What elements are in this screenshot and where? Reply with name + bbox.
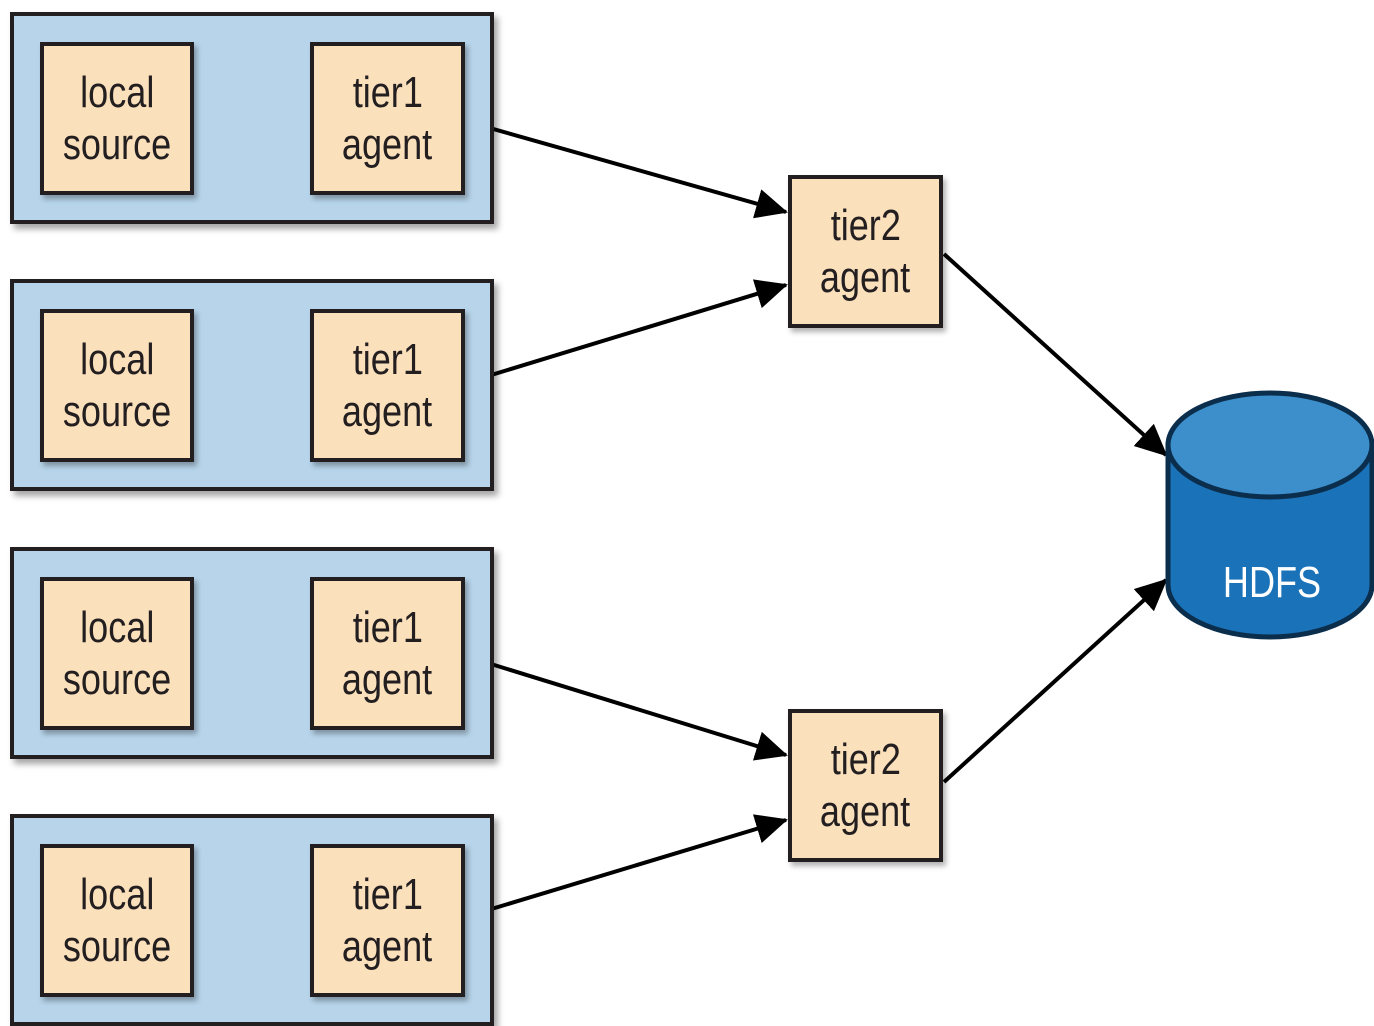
edge-tier1-4-tier2-2 <box>464 814 788 919</box>
tier2-agent-node-1: tier2 agent <box>788 175 943 328</box>
tier1-agent-line1: tier1 <box>352 602 423 652</box>
tier1-agent-node-3: tier1 agent <box>310 577 465 730</box>
tier1-agent-node-2: tier1 agent <box>310 309 465 462</box>
local-source-node-2: local source <box>40 309 194 462</box>
tier1-agent-node-1: tier1 agent <box>310 42 465 195</box>
local-source-line2: source <box>62 654 172 704</box>
local-source-line2: source <box>62 119 172 169</box>
tier2-agent-line2: agent <box>820 252 911 302</box>
local-source-line2: source <box>62 386 172 436</box>
tier1-agent-node-4: tier1 agent <box>310 844 465 997</box>
tier2-agent-line1: tier2 <box>830 200 901 250</box>
tier2-agent-line1: tier2 <box>830 734 901 784</box>
tier1-agent-line2: agent <box>342 386 433 436</box>
local-source-line1: local <box>79 602 155 652</box>
edge-tier1-1-tier2-1 <box>464 119 788 219</box>
edge-tier1-3-tier2-2 <box>464 654 788 761</box>
edge-tier1-2-tier2-1 <box>464 279 788 385</box>
tier2-agent-line2: agent <box>820 786 911 836</box>
local-source-line2: source <box>62 921 172 971</box>
tier1-agent-line1: tier1 <box>352 334 423 384</box>
tier1-agent-line1: tier1 <box>352 67 423 117</box>
tier1-agent-line2: agent <box>342 654 433 704</box>
tier1-agent-line2: agent <box>342 119 433 169</box>
local-source-node-1: local source <box>40 42 194 195</box>
local-source-line1: local <box>79 334 155 384</box>
local-source-line1: local <box>79 869 155 919</box>
local-source-line1: local <box>79 67 155 117</box>
hdfs-database-icon <box>1165 390 1374 640</box>
edge-tier2-1-hdfs <box>942 252 1168 457</box>
tier1-agent-line1: tier1 <box>352 869 423 919</box>
tier1-agent-line2: agent <box>342 921 433 971</box>
local-source-node-3: local source <box>40 577 194 730</box>
tier2-agent-node-2: tier2 agent <box>788 709 943 862</box>
edge-tier2-2-hdfs <box>942 578 1168 784</box>
hdfs-label: HDFS <box>1222 558 1322 607</box>
local-source-node-4: local source <box>40 844 194 997</box>
